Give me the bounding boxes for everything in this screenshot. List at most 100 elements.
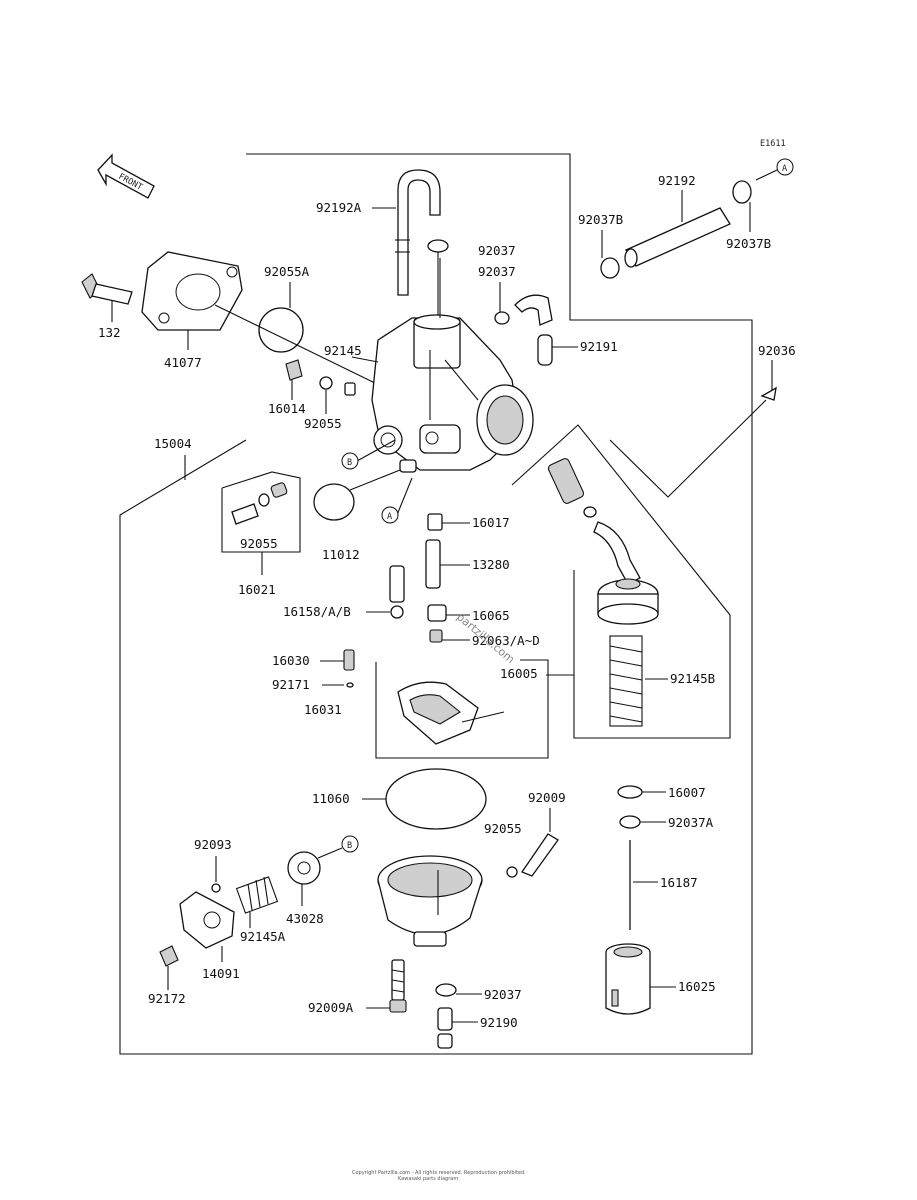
label-11060: 11060 [312,791,350,806]
washer-92093 [211,883,221,893]
tube-end-92190 [437,1033,453,1049]
label-92190: 92190 [480,1015,518,1030]
jet-92063 [429,629,443,643]
holder-41077 [141,251,243,331]
ref-b-icon [341,452,359,470]
ref-a-label-2: A [782,164,787,174]
tube-92192 [625,207,731,267]
leader [317,847,343,859]
label-15004: 15004 [154,436,192,451]
o-ring-92055A [258,307,304,353]
label-43028: 43028 [286,911,324,926]
leader [351,356,379,363]
label-92055-a: 92055 [304,416,342,431]
label-16065: 16065 [472,608,510,623]
o-ring-92055-b [258,493,270,507]
o-ring-92055-c [506,866,518,878]
label-92145B: 92145B [670,671,715,686]
label-16021: 16021 [238,582,276,597]
clamp-92037 [427,239,449,253]
pin-16030 [343,649,355,671]
assembly-boundary [119,153,753,1055]
leader [609,399,767,498]
ref-b-label-2: B [347,841,352,851]
label-92093: 92093 [194,837,232,852]
label-92191: 92191 [580,339,618,354]
label-16030: 16030 [272,653,310,668]
label-16025: 16025 [678,979,716,994]
footer-line-2: Kawasaki parts diagram [398,1176,458,1182]
spring [270,482,288,498]
label-16005: 16005 [500,666,538,681]
label-92055-c: 92055 [484,821,522,836]
screw-head [390,605,404,619]
front-arrow-icon: FRONT [97,153,155,199]
ref-b-icon-2 [341,835,359,853]
label-14091: 14091 [202,966,240,981]
screw-16021 [231,503,259,525]
pump-16005 [547,458,659,625]
label-41077: 41077 [164,355,202,370]
ref-a-icon-2 [776,158,794,176]
label-132: 132 [98,325,121,340]
label-92171: 92171 [272,677,310,692]
spring-92145B [609,635,643,727]
tube-92191 [537,334,553,366]
spring-92145 [344,382,356,396]
label-11012: 11012 [322,547,360,562]
clamp-92037B-l [600,257,620,279]
screw-92172 [159,945,179,967]
diagram-id: E1611 [760,139,786,149]
jet-16017 [427,513,443,531]
label-92037B-r: 92037B [726,236,771,251]
label-92145: 92145 [324,343,362,358]
label-92037-bot: 92037 [484,987,522,1002]
clamp-92037B-r [732,180,752,204]
clip-92171 [346,682,354,688]
group-box-16021 [221,471,301,553]
ref-b-label: B [347,458,352,468]
clamp-92037-bot [435,983,457,997]
label-92055A: 92055A [264,264,310,279]
ref-a-label-1: A [387,512,392,522]
tube-13280 [425,539,441,589]
label-92037-mid: 92037 [478,264,516,279]
label-92037A: 92037A [668,815,714,830]
label-16187: 16187 [660,875,698,890]
tube-92190 [437,1007,453,1031]
label-92063: 92063/A~D [472,633,540,648]
ref-a-icon-1 [381,506,399,524]
screw-16158 [389,565,405,603]
label-92055-b: 92055 [240,536,278,551]
float-bowl [377,855,483,947]
label-92009A: 92009A [308,1000,354,1015]
cover-14091 [179,891,235,949]
leader [396,477,413,516]
label-13280: 13280 [472,557,510,572]
carburetor-body [371,314,534,473]
label-16014: 16014 [268,401,306,416]
cap-16007 [617,785,643,799]
leader [356,439,396,462]
label-92036: 92036 [758,343,796,358]
leader [349,469,401,491]
spring-92145A [235,876,279,914]
clip-92036 [760,386,777,401]
label-92145A: 92145A [240,929,286,944]
tube-92192A [395,169,441,296]
elbow-tube [514,294,553,326]
leader [755,169,778,181]
label-92037B-l: 92037B [578,212,623,227]
label-16007: 16007 [668,785,706,800]
label-92037-top: 92037 [478,243,516,258]
footer-line-1: Copyright Partzilla.com - All rights res… [352,1170,526,1176]
clamp-92037-mid [494,311,510,325]
gasket-11060 [385,768,487,830]
label-92009: 92009 [528,790,566,805]
label-92172: 92172 [148,991,186,1006]
label-16017: 16017 [472,515,510,530]
needle-92009 [521,833,559,877]
bolt-132 [81,273,133,305]
